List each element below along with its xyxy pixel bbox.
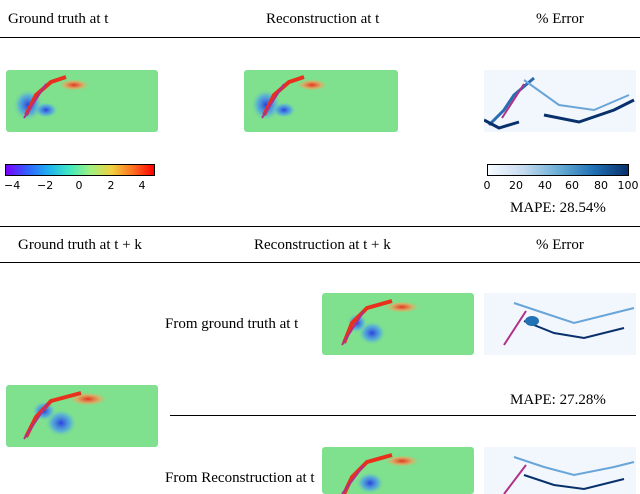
error-tick: 40 bbox=[538, 179, 552, 192]
mape-bottom: MAPE: 27.28% bbox=[510, 392, 606, 408]
error-colorbar bbox=[487, 164, 629, 176]
error-tick: 100 bbox=[617, 179, 639, 192]
error-tick: 80 bbox=[594, 179, 608, 192]
field-reconstruction-t bbox=[244, 70, 398, 132]
header-divider-lower bbox=[0, 262, 640, 263]
error-tick: 60 bbox=[565, 179, 579, 192]
error-map-t bbox=[484, 70, 636, 132]
field-tick: 4 bbox=[138, 179, 146, 192]
row-divider bbox=[170, 415, 636, 416]
header-error-top: % Error bbox=[536, 11, 584, 27]
error-tick: 20 bbox=[509, 179, 523, 192]
field-ground-truth-t bbox=[6, 70, 158, 132]
header-error-bottom: % Error bbox=[536, 237, 584, 253]
field-recon-from-recon bbox=[322, 447, 474, 494]
field-tick: −2 bbox=[37, 179, 54, 192]
mape-top: MAPE: 28.54% bbox=[510, 200, 606, 216]
field-ground-truth-tk bbox=[6, 385, 158, 447]
header-ground-truth-t: Ground truth at t bbox=[8, 11, 109, 27]
field-tick: 0 bbox=[75, 179, 83, 192]
error-map-from-recon bbox=[484, 447, 636, 494]
header-divider-top bbox=[0, 37, 640, 38]
header-reconstruction-t: Reconstruction at t bbox=[266, 11, 380, 27]
row-label-from-recon: From Reconstruction at t bbox=[165, 470, 315, 486]
header-ground-truth-tk: Ground truth at t + k bbox=[18, 237, 142, 253]
header-reconstruction-tk: Reconstruction at t + k bbox=[254, 237, 391, 253]
row-label-from-gt: From ground truth at t bbox=[165, 316, 299, 332]
field-tick: −4 bbox=[4, 179, 21, 192]
error-tick: 0 bbox=[483, 179, 491, 192]
error-map-from-gt bbox=[484, 293, 636, 355]
header-divider-upper bbox=[0, 226, 640, 227]
field-tick: 2 bbox=[107, 179, 115, 192]
field-colorbar bbox=[5, 164, 155, 176]
field-recon-from-gt bbox=[322, 293, 474, 355]
